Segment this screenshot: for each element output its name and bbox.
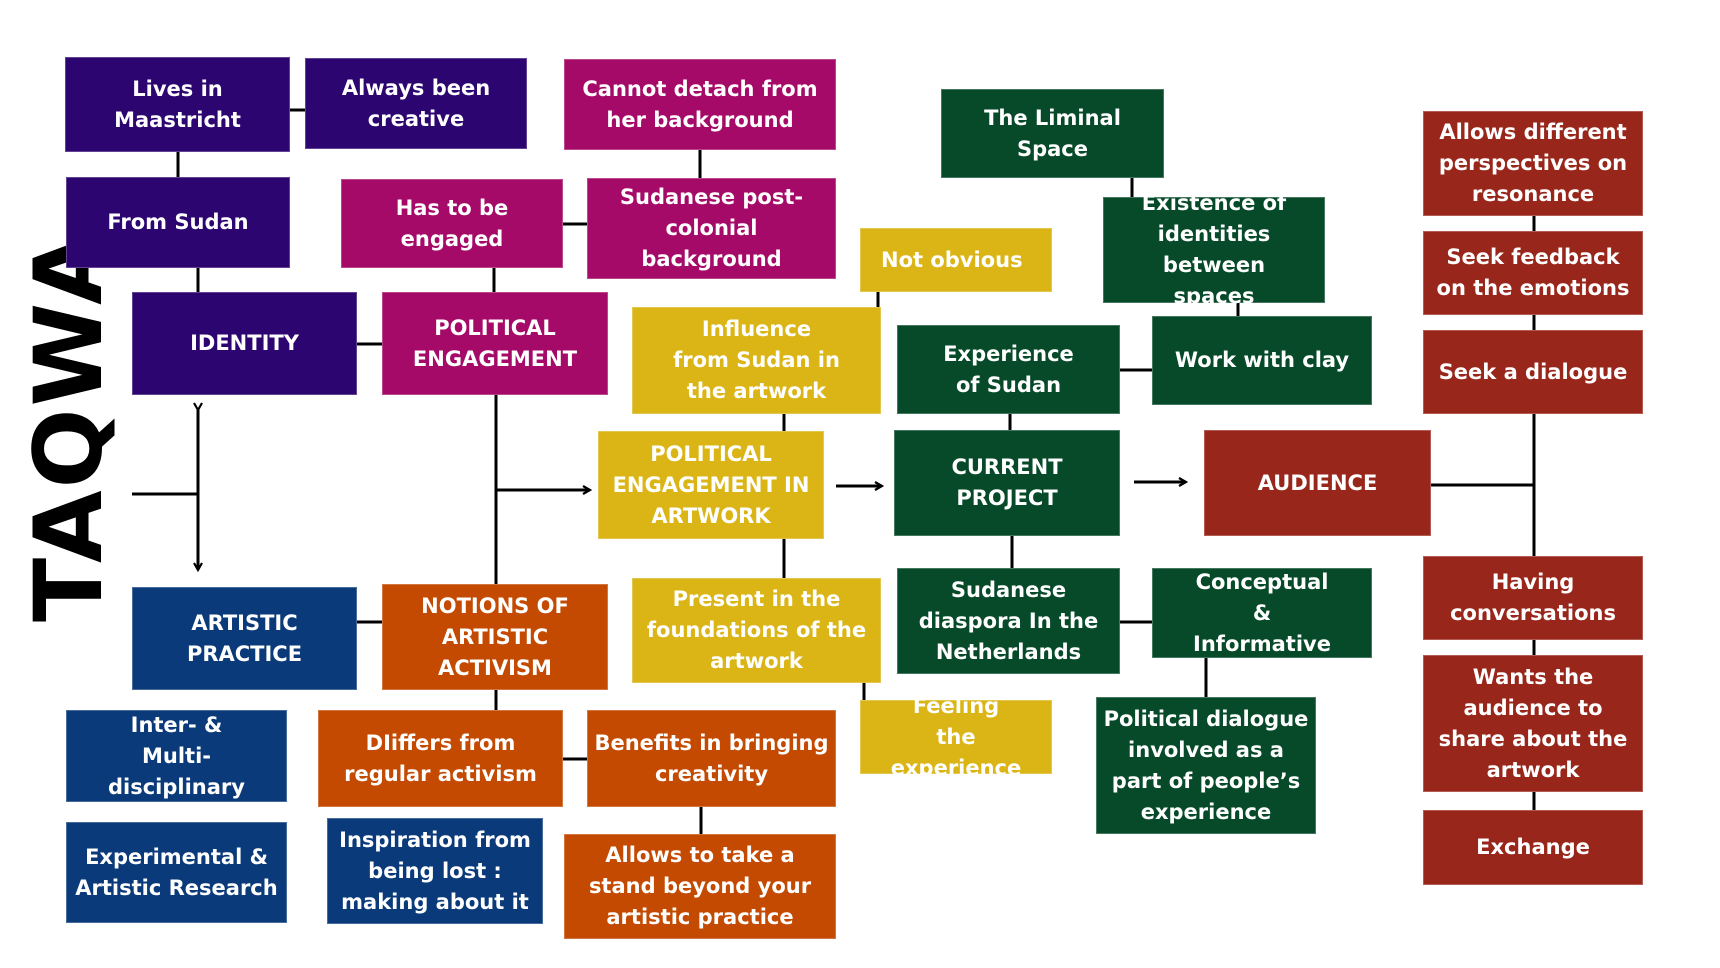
node-post-colonial-background: Sudanese post-colonial background	[587, 178, 836, 279]
node-having-conversations: Having conversations	[1423, 556, 1643, 640]
node-experimental-research: Experimental & Artistic Research	[66, 822, 287, 923]
node-has-to-be-engaged: Has to be engaged	[341, 179, 563, 268]
node-notions-of-artistic-activism: NOTIONS OF ARTISTIC ACTIVISM	[382, 584, 608, 690]
node-sudanese-diaspora: Sudanese diaspora In the Netherlands	[897, 568, 1120, 674]
node-liminal-space: The Liminal Space	[941, 89, 1164, 178]
diagram-title: TAQWA	[15, 230, 124, 622]
node-political-dialogue: Political dialogue involved as a part of…	[1096, 697, 1316, 834]
node-wants-audience-share: Wants the audience to share about the ar…	[1423, 655, 1643, 792]
node-identity: IDENTITY	[132, 292, 357, 395]
node-lives-in-maastricht: Lives in Maastricht	[65, 57, 290, 152]
node-current-project: CURRENT PROJECT	[894, 430, 1120, 536]
node-artistic-practice: ARTISTIC PRACTICE	[132, 587, 357, 690]
node-differs-from-activism: DIiffers from regular activism	[318, 710, 563, 807]
node-inspiration-being-lost: Inspiration from being lost : making abo…	[327, 818, 543, 924]
node-different-perspectives: Allows different perspectives on resonan…	[1423, 111, 1643, 216]
node-influence-from-sudan: Influence from Sudan in the artwork	[632, 307, 881, 414]
node-exchange: Exchange	[1423, 810, 1643, 885]
node-feeling-the-experience: Feeling the experience	[860, 694, 1052, 780]
node-political-engagement-in-artwork: POLITICAL ENGAGEMENT IN ARTWORK	[598, 431, 824, 539]
node-always-been-creative: Always been creative	[305, 58, 527, 149]
node-present-in-foundations: Present in the foundations of the artwor…	[632, 578, 881, 683]
node-work-with-clay: Work with clay	[1152, 316, 1372, 405]
node-conceptual-informative: Conceptual & Informative	[1152, 568, 1372, 658]
node-benefits-creativity: Benefits in bringing creativity	[587, 710, 836, 807]
node-political-engagement: POLITICAL ENGAGEMENT	[382, 292, 608, 395]
node-seek-feedback: Seek feedback on the emotions	[1423, 231, 1643, 315]
node-take-a-stand: Allows to take a stand beyond your artis…	[564, 834, 836, 939]
node-not-obvious: Not obvious	[860, 228, 1052, 292]
node-existence-of-identities: Existence of identities between spaces	[1103, 191, 1325, 308]
node-inter-multi-disciplinary: Inter- & Multi-disciplinary	[66, 710, 287, 802]
node-from-sudan: From Sudan	[66, 177, 290, 268]
node-cannot-detach: Cannot detach from her background	[564, 59, 836, 150]
node-seek-dialogue: Seek a dialogue	[1423, 330, 1643, 414]
node-experience-of-sudan: Experience of Sudan	[897, 325, 1120, 414]
node-audience: AUDIENCE	[1204, 430, 1431, 536]
